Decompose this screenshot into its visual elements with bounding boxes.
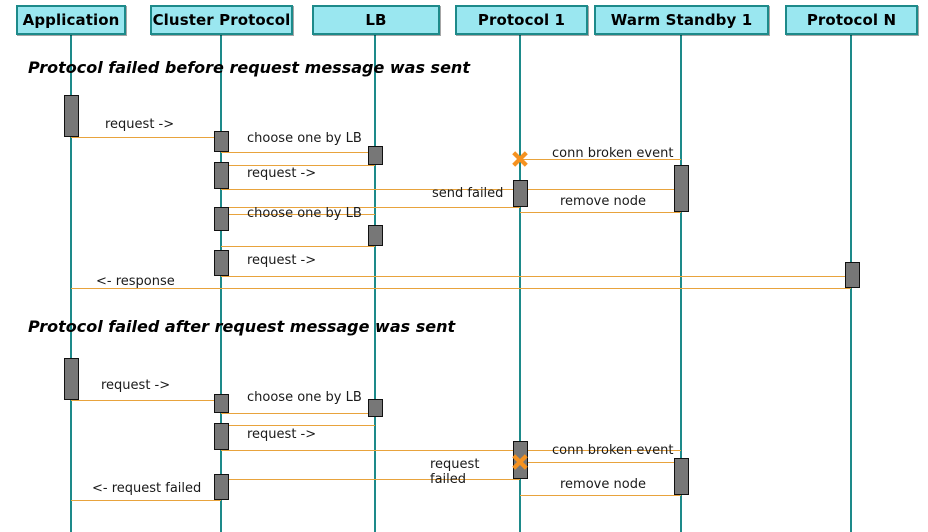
message-label-m1: request ->: [105, 117, 175, 132]
activation-bar-application: [64, 95, 79, 137]
section-title-section-before: Protocol failed before request message w…: [28, 58, 470, 77]
message-line-m4: [221, 189, 681, 190]
message-label-m6: send failed: [432, 186, 504, 201]
cross-failure-icon: [509, 148, 531, 170]
cross-failure-icon: [509, 451, 531, 473]
participant-label-application: Application: [22, 11, 120, 29]
message-line-m15: [221, 450, 681, 451]
message-line-m5: [520, 159, 681, 160]
participant-label-protocol1: Protocol 1: [477, 11, 566, 29]
lifeline-cluster: [220, 35, 222, 532]
message-label-m10: request ->: [247, 253, 317, 268]
message-label-m17: request failed: [430, 457, 480, 487]
message-label-m2: choose one by LB: [247, 131, 362, 146]
activation-bar-lb: [368, 146, 383, 165]
message-label-m7: remove node: [560, 194, 646, 209]
message-label-m13: choose one by LB: [247, 390, 362, 405]
message-line-m7: [520, 212, 681, 213]
activation-bar-warmstandby1: [674, 165, 689, 212]
participant-box-lb[interactable]: LB: [312, 5, 440, 35]
lifeline-lb: [374, 35, 376, 532]
message-label-m11: <- response: [96, 274, 175, 289]
message-line-m14: [221, 425, 375, 426]
message-label-m8: choose one by LB: [247, 206, 362, 221]
message-line-m8: [221, 214, 375, 215]
activation-bar-warmstandby1: [674, 458, 689, 495]
activation-bar-lb: [368, 399, 383, 417]
activation-bar-cluster: [214, 423, 229, 450]
activation-bar-cluster: [214, 131, 229, 152]
message-label-m18: remove node: [560, 477, 646, 492]
activation-bar-cluster: [214, 394, 229, 413]
participant-box-application[interactable]: Application: [16, 5, 126, 35]
message-line-m17: [221, 479, 520, 480]
activation-bar-cluster: [214, 162, 229, 189]
message-line-m11: [71, 288, 851, 289]
activation-bar-protocol1: [513, 180, 528, 207]
participant-label-protocoln: Protocol N: [806, 11, 897, 29]
message-line-m2: [221, 152, 375, 153]
participant-box-warmstandby1[interactable]: Warm Standby 1: [594, 5, 769, 35]
message-line-m13: [221, 413, 375, 414]
participant-label-cluster: Cluster Protocol: [152, 11, 291, 29]
lifeline-warmstandby1: [680, 35, 682, 532]
message-line-m1: [71, 137, 221, 138]
message-label-m19: <- request failed: [92, 481, 202, 496]
lifeline-application: [70, 35, 72, 532]
message-label-m15: request ->: [247, 427, 317, 442]
message-line-m18: [520, 495, 681, 496]
activation-bar-cluster: [214, 207, 229, 231]
lifeline-protocol1: [519, 35, 521, 532]
activation-bar-protocoln: [845, 262, 860, 288]
activation-bar-cluster: [214, 474, 229, 500]
participant-box-cluster[interactable]: Cluster Protocol: [150, 5, 293, 35]
section-title-section-after: Protocol failed after request message wa…: [28, 317, 456, 336]
activation-bar-application: [64, 358, 79, 400]
message-line-m9: [221, 246, 375, 247]
participant-box-protocoln[interactable]: Protocol N: [785, 5, 918, 35]
message-line-m10: [221, 276, 851, 277]
message-label-m4: request ->: [247, 166, 317, 181]
activation-bar-lb: [368, 225, 383, 246]
message-line-m6: [221, 207, 520, 208]
message-label-m5: conn broken event: [552, 146, 674, 161]
message-label-m12: request ->: [101, 378, 171, 393]
message-line-m16: [520, 462, 681, 463]
message-line-m3: [221, 165, 375, 166]
participant-box-protocol1[interactable]: Protocol 1: [455, 5, 588, 35]
activation-bar-cluster: [214, 250, 229, 276]
participant-label-lb: LB: [365, 11, 387, 29]
message-label-m16: conn broken event: [552, 443, 674, 458]
message-line-m12: [71, 400, 221, 401]
participant-label-warmstandby1: Warm Standby 1: [610, 11, 753, 29]
message-line-m19: [71, 500, 221, 501]
